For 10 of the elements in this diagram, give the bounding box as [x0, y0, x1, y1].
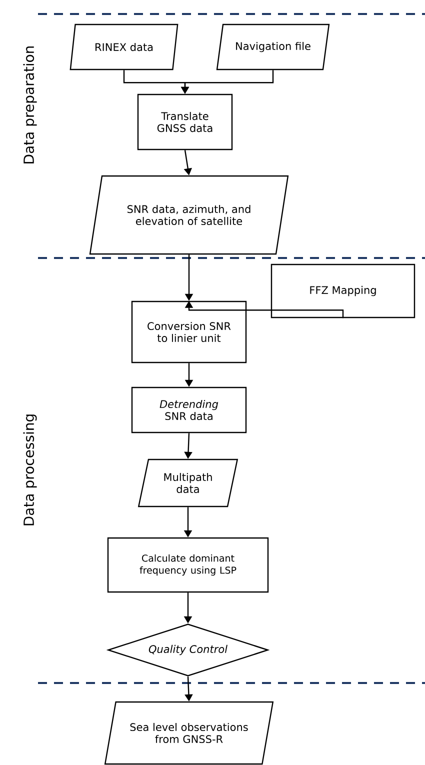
process-box: Calculate dominant frequency using LSP: [107, 537, 269, 593]
process-box: Conversion SNR to linier unit: [131, 300, 247, 364]
process-box: FFZ Mapping: [270, 264, 416, 318]
data-parallelogram: Navigation file: [216, 24, 330, 70]
data-parallelogram: SNR data, azimuth, and elevation of satellite: [89, 175, 289, 255]
section-label: Data processing: [23, 414, 37, 526]
process-box: Translate GNSS data: [137, 94, 233, 150]
process-box: Detrending SNR data: [131, 386, 247, 434]
data-parallelogram: RINEX data: [70, 24, 178, 70]
section-label: Data preparation: [23, 46, 37, 164]
